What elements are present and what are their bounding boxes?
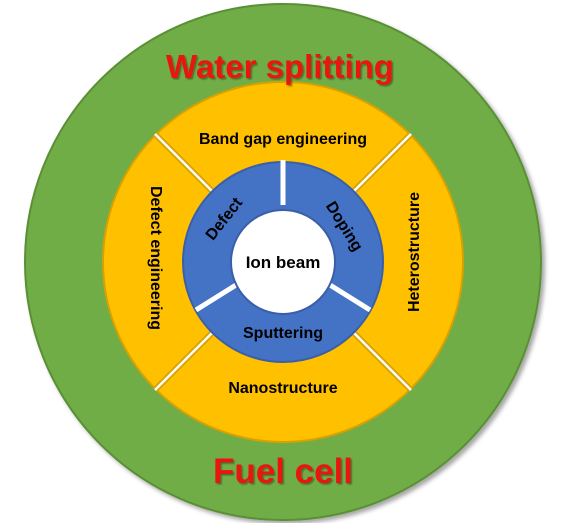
outer-top-label: Water splitting	[166, 48, 394, 85]
middle-bottom-label: Nanostructure	[228, 380, 337, 397]
divider-bottom-right-highlight	[348, 327, 412, 391]
middle-top-label: Band gap engineering	[199, 131, 367, 148]
divider-top-right-highlight	[348, 133, 412, 197]
middle-ring-dividers-light	[154, 133, 412, 391]
inner-divider-bottom-right	[328, 282, 372, 313]
inner-bottom-label: Sputtering	[243, 325, 323, 342]
inner-divider-bottom-left	[194, 282, 238, 313]
center-circle	[230, 209, 336, 315]
middle-left-label: Defect engineering	[147, 186, 164, 330]
inner-ring-dividers	[194, 160, 372, 313]
divider-top-left-highlight	[154, 133, 218, 197]
middle-right-label: Heterostructure	[406, 192, 423, 312]
divider-bottom-left-highlight	[154, 327, 218, 391]
outer-bottom-label: Fuel cell	[213, 452, 353, 491]
center-label: Ion beam	[246, 253, 321, 272]
